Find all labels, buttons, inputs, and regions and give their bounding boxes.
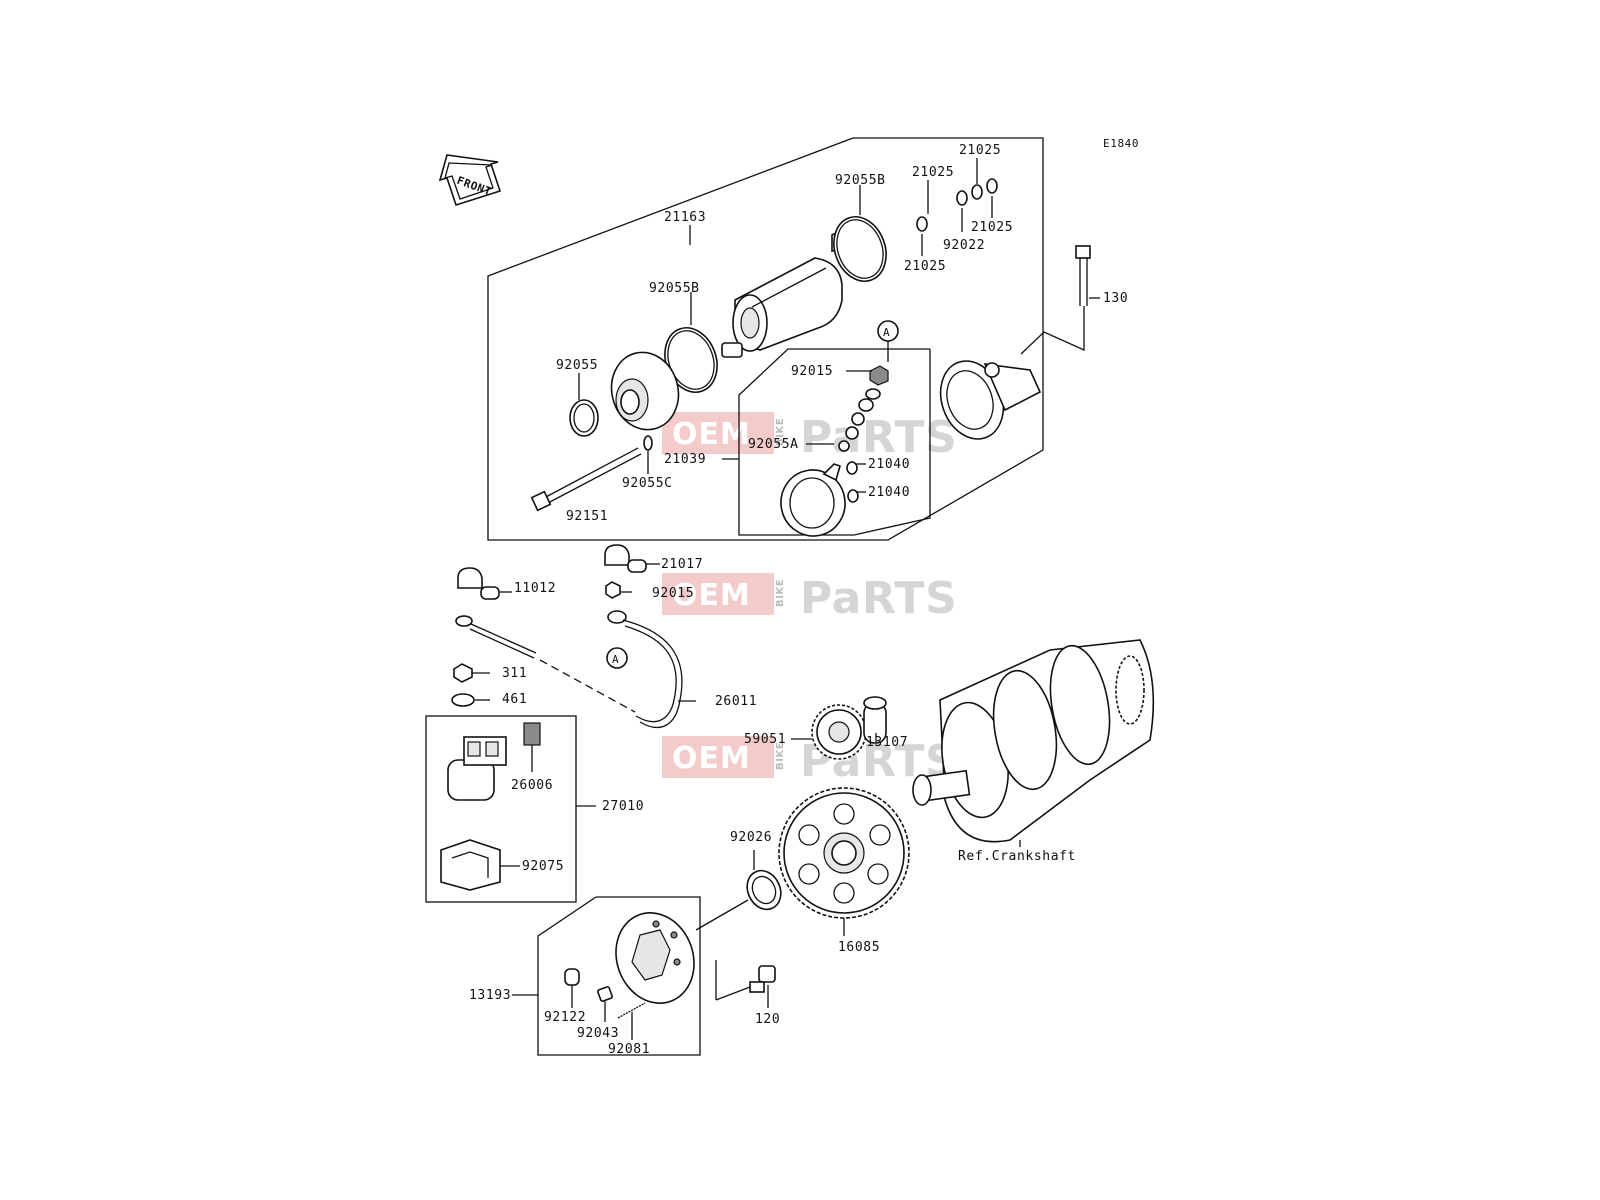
label-92055A: 92055A [748,437,799,452]
watermark-bike: BIKE [775,742,786,770]
watermark-2: OEM BIKE PaRTS [662,573,957,624]
label-92015-top: 92015 [791,364,833,379]
shaft-13107 [863,696,887,744]
callout-marker-A-lower: A [612,653,619,666]
bolt-130-leader [1020,306,1085,355]
washer-461 [451,693,475,707]
label-461: 461 [502,692,527,707]
label-ref-crankshaft: Ref.Crankshaft [958,849,1076,864]
watermark-bike: BIKE [775,418,786,446]
nut-92015-mid [605,581,621,599]
watermark-parts: PaRTS [800,573,957,624]
label-92026: 92026 [730,830,772,845]
label-92055C: 92055C [622,476,673,491]
starter-motor [721,230,849,358]
starter-front-cover [569,351,680,437]
label-92055: 92055 [556,358,598,373]
label-21025-d: 21025 [904,259,946,274]
watermark-oem: OEM [672,578,751,613]
label-92043: 92043 [577,1026,619,1041]
label-92055B-mid: 92055B [649,281,700,296]
label-92122: 92122 [544,1010,586,1025]
label-21025-b: 21025 [959,143,1001,158]
label-92081: 92081 [608,1042,650,1057]
label-92055B-top: 92055B [835,173,886,188]
label-21040-b: 21040 [868,485,910,500]
brush-holder-box [738,348,931,536]
label-130: 130 [1103,291,1128,306]
label-21039: 21039 [664,452,706,467]
starter-end-cover [939,360,1042,440]
roller-92122 [564,968,580,986]
label-13193: 13193 [469,988,511,1003]
label-92022: 92022 [943,238,985,253]
label-13107: 13107 [866,735,908,750]
starter-clutch-box [537,896,701,1056]
watermark-bike: BIKE [775,579,786,607]
o-ring-92055B-top [833,216,887,282]
label-26006: 26006 [511,778,553,793]
label-27010: 27010 [602,799,644,814]
label-11012: 11012 [514,581,556,596]
label-26011: 26011 [715,694,757,709]
label-120: 120 [755,1012,780,1027]
through-bolt [530,435,653,512]
watermark-oem: OEM [672,741,751,776]
callout-marker-A: A [883,326,890,339]
washer-set [916,178,998,232]
starter-cable-26011: A [606,610,683,729]
brush-holder: A [780,320,899,537]
relay-box [425,715,577,903]
label-16085: 16085 [838,940,880,955]
watermark-3: OEM BIKE PaRTS [662,736,957,787]
label-21163: 21163 [664,210,706,225]
washer-92026 [746,869,782,911]
cable-cap-21017 [604,544,647,573]
crankshaft [912,639,1155,843]
watermark-parts: PaRTS [800,412,957,463]
battery-cable [455,615,636,713]
label-21025-c: 21025 [971,220,1013,235]
label-59051: 59051 [744,732,786,747]
pin-92043 [597,986,613,1002]
starter-clutch [615,912,695,1004]
starter-relay [447,722,541,801]
starter-gear-16085 [778,787,910,919]
spring-92081 [617,1002,646,1019]
nut-311 [453,663,473,683]
watermark-oem: OEM [672,417,751,452]
starter-assembly-box [487,137,1044,541]
part-labels: 21163 92055B 21025 21025 21025 21025 920… [469,143,1128,1057]
label-21040-a: 21040 [868,457,910,472]
leader-lines [472,158,1100,1040]
relay-cover [440,839,501,891]
label-21025-a: 21025 [912,165,954,180]
front-arrow-icon: FRONT [438,154,502,207]
label-311: 311 [502,666,527,681]
bolt-130 [1075,245,1091,306]
label-92151: 92151 [566,509,608,524]
label-21017: 21017 [661,557,703,572]
bolt-120 [749,965,776,993]
idle-gear-59051 [811,704,867,760]
cable-cap-11012 [457,567,500,600]
diagram-code: E1840 [1103,137,1139,150]
label-92075: 92075 [522,859,564,874]
watermark-1: OEM BIKE PaRTS [662,412,957,463]
label-92015-mid: 92015 [652,586,694,601]
